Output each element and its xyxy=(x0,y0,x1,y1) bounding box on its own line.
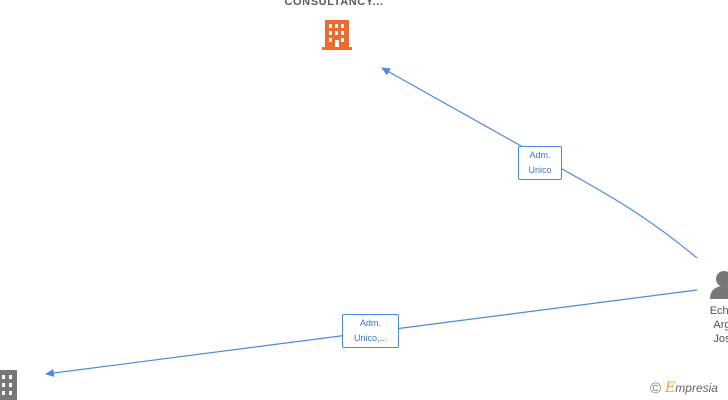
company-name-top[interactable]: CONSULTANCY... xyxy=(284,0,384,8)
person-icon[interactable] xyxy=(710,271,728,299)
person-name-line: Argu xyxy=(713,319,728,331)
edge-label-line: Adm. xyxy=(529,150,551,160)
brand-logo-text: mpresia xyxy=(675,381,718,395)
brand-logo-letter: E xyxy=(665,380,676,396)
edge-label-line: Adm. xyxy=(359,318,381,328)
person-name-line: Echav xyxy=(709,305,728,317)
brand-footer[interactable]: ©Empresia xyxy=(650,380,718,397)
edge-label-bottom[interactable]: Adm. Unico,... xyxy=(342,314,399,348)
edge-label-top[interactable]: Adm. Unico xyxy=(518,146,562,180)
building-icon[interactable] xyxy=(322,20,352,50)
edge-label-line: Unico xyxy=(528,165,552,175)
edge-label-line: Unico,... xyxy=(353,333,387,343)
copyright-icon: © xyxy=(650,380,662,397)
person-name-line: Jose xyxy=(713,333,728,345)
building-icon[interactable] xyxy=(0,370,17,400)
person-name[interactable]: Echav Argu Jose xyxy=(690,304,728,346)
